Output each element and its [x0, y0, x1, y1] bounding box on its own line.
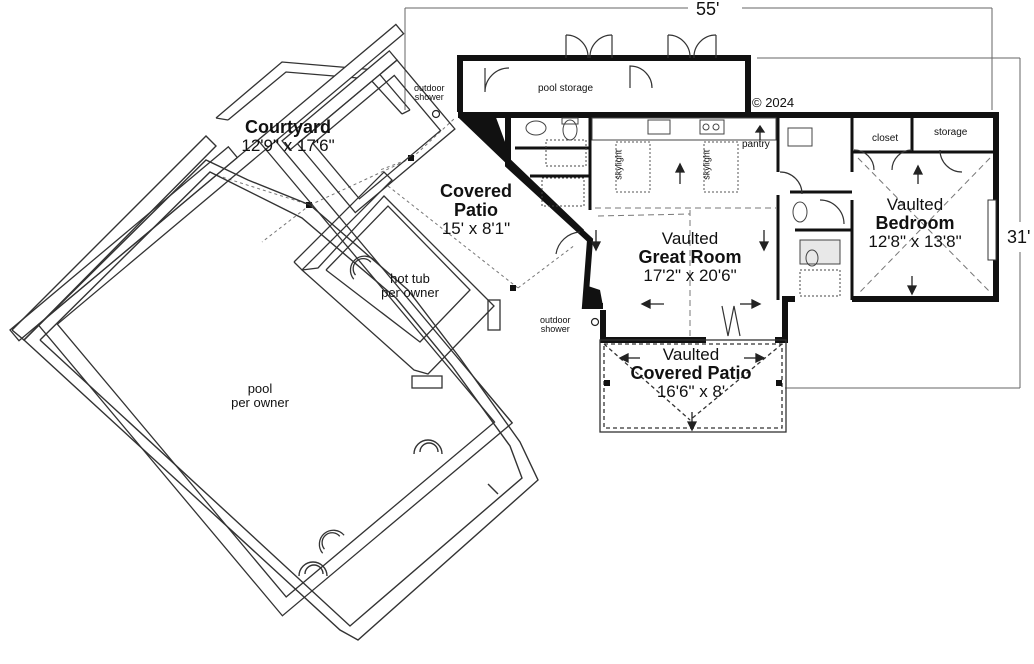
hot-tub-outline: [293, 171, 501, 389]
vault-lines: [595, 157, 991, 338]
hot-tub-line1: hot tub: [390, 271, 430, 286]
pool-outline: [11, 135, 539, 641]
pool-line2: per owner: [231, 394, 289, 410]
copyright-label: © 2024: [752, 95, 795, 110]
great-room-prefix: Vaulted: [661, 229, 719, 248]
shower-symbols: [431, 109, 600, 327]
rear-patio-label: Vaulted Covered Patio 16'6" x 8': [616, 346, 766, 401]
courtyard-label: Courtyard 12'9" x 17'6": [238, 118, 338, 155]
pantry-label: pantry: [742, 139, 770, 150]
skylight-label-1: skylight: [613, 149, 624, 180]
skylights: [615, 141, 739, 193]
skylight-label-2: skylight: [701, 149, 712, 180]
bedroom-prefix: Vaulted: [886, 195, 944, 214]
covered-patio-size: 15' x 8'1": [441, 218, 511, 238]
outdoor-shower-top-line2: shower: [414, 92, 444, 103]
house-walls-thin: [515, 115, 996, 300]
storage-label: storage: [934, 127, 968, 138]
covered-patio-name: Covered Patio: [439, 181, 513, 220]
hot-tub-line2: per owner: [381, 284, 439, 300]
pool-line1: pool: [247, 381, 273, 396]
dimension-lines: [404, 7, 1021, 389]
covered-patio-label: Covered Patio 15' x 8'1": [426, 182, 526, 238]
direction-arrows: [590, 124, 924, 432]
pool-storage-label: pool storage: [538, 83, 594, 94]
courtyard-name: Courtyard: [244, 117, 331, 137]
hot-tub-label: hot tub per owner: [370, 272, 450, 299]
rear-patio-size: 16'6" x 8': [656, 381, 726, 401]
bedroom-name: Bedroom: [875, 212, 955, 233]
rear-patio-posts: [604, 380, 782, 386]
bedroom-window: [987, 199, 997, 261]
courtyard-wall: [215, 61, 411, 121]
rear-patio-prefix: Vaulted: [662, 345, 720, 364]
overall-depth-label: 31': [1007, 227, 1031, 247]
great-room-label: Vaulted Great Room 17'2" x 20'6": [625, 230, 755, 285]
bedroom-label: Vaulted Bedroom 12'8" x 13'8": [852, 196, 978, 251]
doors: [484, 34, 963, 337]
courtyard-size: 12'9" x 17'6": [241, 135, 335, 155]
outdoor-shower-bottom-line1: outdoor: [540, 315, 571, 325]
rear-patio-name: Covered Patio: [630, 362, 752, 383]
bedroom-size: 12'8" x 13'8": [868, 231, 962, 251]
outdoor-shower-bottom-line2: shower: [540, 324, 570, 335]
solid-wall-wedge-2: [585, 285, 603, 306]
outdoor-shower-top-line1: outdoor: [414, 83, 445, 93]
outdoor-shower-label-top: outdoor shower: [414, 83, 445, 103]
overall-width-label: 55': [696, 0, 720, 19]
fixtures: [525, 117, 841, 297]
pool-area: [9, 23, 514, 617]
pool-label: pool per owner: [220, 382, 300, 409]
great-room-size: 17'2" x 20'6": [643, 265, 737, 285]
closet-label: closet: [872, 133, 899, 144]
great-room-name: Great Room: [638, 246, 742, 267]
solid-wall-wedge: [460, 112, 508, 165]
outdoor-shower-label-bottom: outdoor shower: [540, 315, 571, 335]
